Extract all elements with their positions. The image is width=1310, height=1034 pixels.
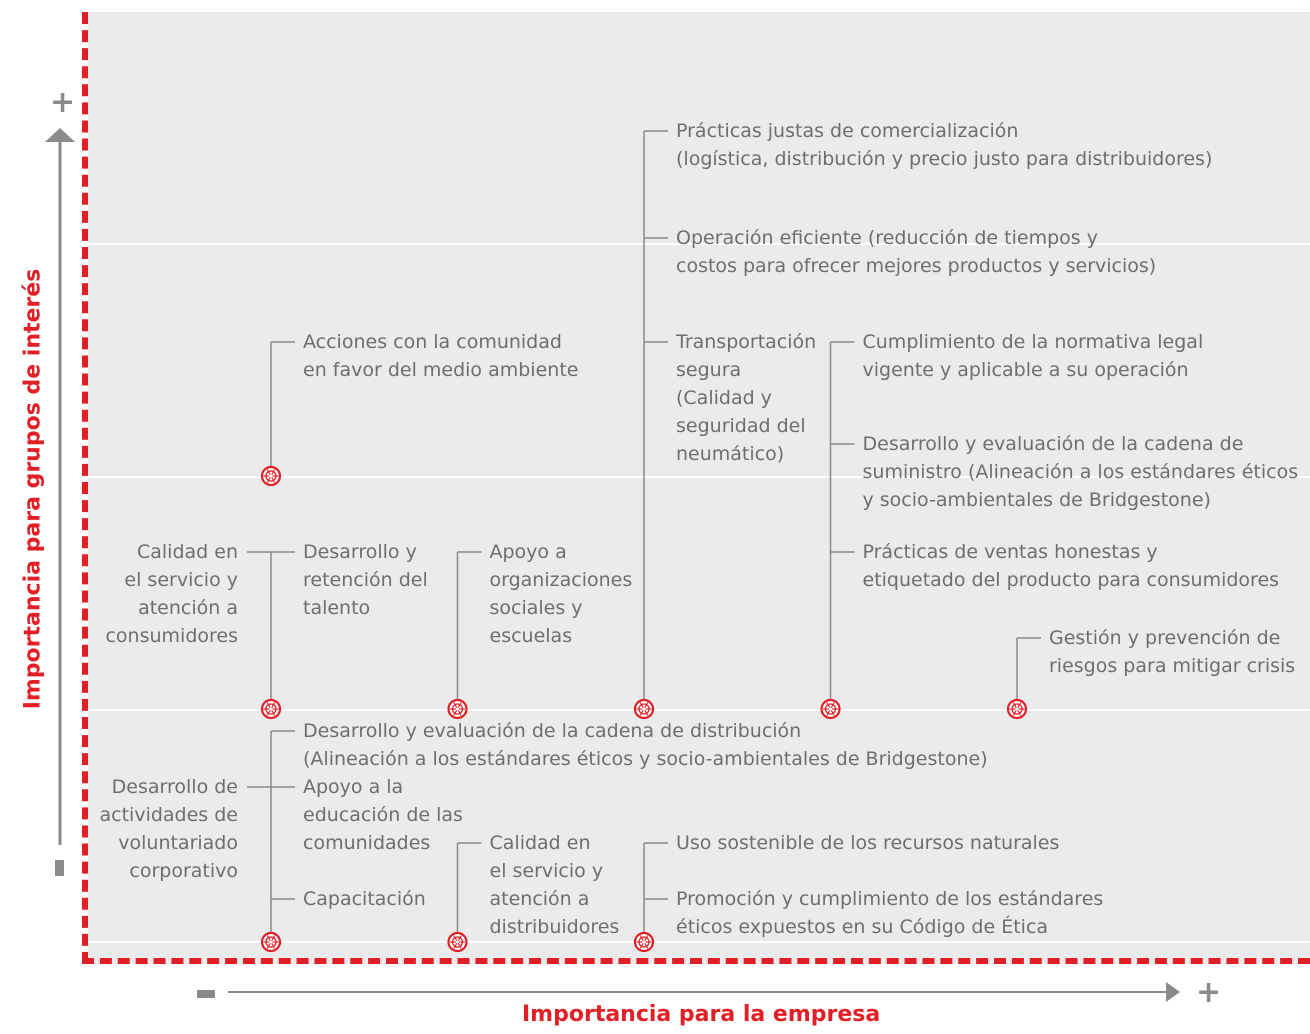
plot-area [88,12,1310,964]
topic-label: Transportación segura (Calidad y segurid… [676,331,817,465]
point-marker-wheel-icon [260,931,282,953]
point-marker-wheel-icon [1006,698,1028,720]
topic-label: Prácticas justas de comercialización (lo… [676,120,1213,170]
y-axis-title: Importancia para grupos de interés [20,268,46,710]
frame-bottom-dashed [82,958,1310,964]
topic-label: Cumplimiento de la normativa legal vigen… [862,331,1204,381]
topic-label: Capacitación [303,888,426,910]
point-marker-wheel-icon [633,698,655,720]
topic-label: Desarrollo y evaluación de la cadena de … [303,720,988,770]
point-marker-wheel-icon [447,698,468,720]
topic-label: Promoción y cumplimiento de los estándar… [676,888,1104,938]
topic-label: Prácticas de ventas honestas y etiquetad… [862,541,1280,591]
point-marker-wheel-icon [447,931,468,953]
topic-label: Calidad en el servicio y atención a cons… [105,541,238,647]
y-axis-high-sign: + [50,85,76,120]
topic-label: Apoyo a la educación de las comunidades [303,776,463,854]
point-marker-wheel-icon [260,698,282,720]
gridline [88,709,1310,711]
x-axis-title: Importancia para la empresa [522,1002,881,1027]
x-axis-high-sign: + [1196,975,1222,1010]
y-axis-low-sign: - [55,860,64,876]
topic-label: Acciones con la comunidad en favor del m… [303,331,579,381]
topic-label: Gestión y prevención de riesgos para mit… [1049,627,1296,677]
topic-label: Uso sostenible de los recursos naturales [676,832,1060,854]
point-marker-wheel-icon [260,465,282,487]
gridline [88,941,1310,943]
topic-label: Desarrollo y retención del talento [303,541,428,619]
topic-label: Apoyo a organizaciones sociales y escuel… [489,541,633,647]
topic-label: Desarrollo de actividades de voluntariad… [99,776,238,882]
gridline [88,243,1310,245]
gridline [88,476,1310,478]
frame-left-dashed [82,12,88,964]
point-marker-wheel-icon [633,931,655,953]
topic-label: Operación eficiente (reducción de tiempo… [676,227,1157,277]
topic-label: Calidad en el servicio y atención a dist… [489,832,620,938]
x-axis-low-sign: - [197,990,215,998]
topic-label: Desarrollo y evaluación de la cadena de … [862,433,1299,511]
point-marker-wheel-icon [820,698,841,720]
